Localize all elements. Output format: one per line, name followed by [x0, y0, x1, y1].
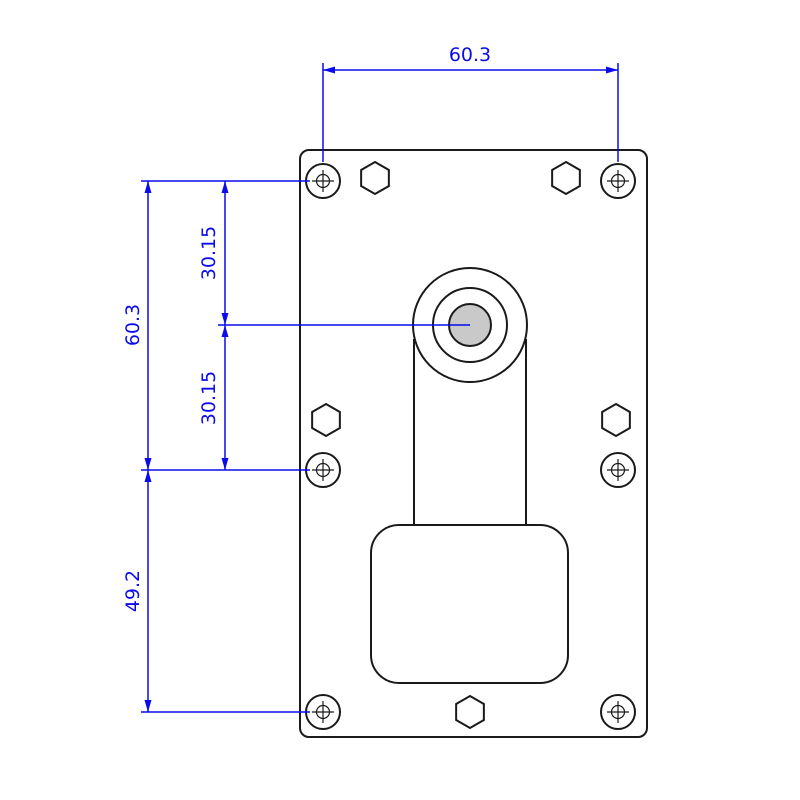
screw-hole-top-right	[600, 163, 636, 199]
hex-bolt-side-right	[601, 403, 631, 437]
arrowhead	[221, 458, 229, 470]
arrowhead	[144, 700, 152, 712]
dim-label-lower-offset: 30.15	[198, 371, 220, 425]
gearbox-cover-outline	[370, 524, 569, 684]
screw-hole-bottom-right	[600, 694, 636, 730]
dim-left-total: 60.3	[122, 181, 152, 470]
dim-top-width: 60.3	[323, 44, 618, 74]
arrowhead	[221, 313, 229, 325]
dim-label-top-width: 60.3	[449, 44, 491, 66]
hex-bolt-top-right	[551, 161, 581, 195]
arrowhead	[221, 325, 229, 337]
dim-label-bottom-offset: 49.2	[122, 570, 144, 612]
dim-upper-center-offset: 30.15	[198, 181, 229, 325]
hex-bolt-bottom-center	[455, 695, 485, 729]
hex-bolt-top-left	[360, 161, 390, 195]
screw-hole-top-left	[305, 163, 341, 199]
arrowhead	[144, 181, 152, 193]
dim-label-upper-offset: 30.15	[198, 226, 220, 280]
arrowhead	[144, 470, 152, 482]
arrowhead	[323, 66, 335, 74]
arrowhead	[606, 66, 618, 74]
arrowhead	[144, 458, 152, 470]
screw-hole-bottom-left	[305, 694, 341, 730]
screw-hole-mid-left	[305, 452, 341, 488]
dimension-group: 60.3 60.3 30.15 30.15 49.2	[122, 44, 619, 713]
screw-hole-mid-right	[600, 452, 636, 488]
arrowhead	[221, 181, 229, 193]
dim-lower-center-offset: 30.15	[198, 325, 229, 470]
dim-bottom-offset: 49.2	[122, 470, 152, 712]
dim-label-left-total: 60.3	[122, 304, 144, 346]
hex-bolt-side-left	[311, 403, 341, 437]
part-outline-group	[299, 149, 648, 738]
